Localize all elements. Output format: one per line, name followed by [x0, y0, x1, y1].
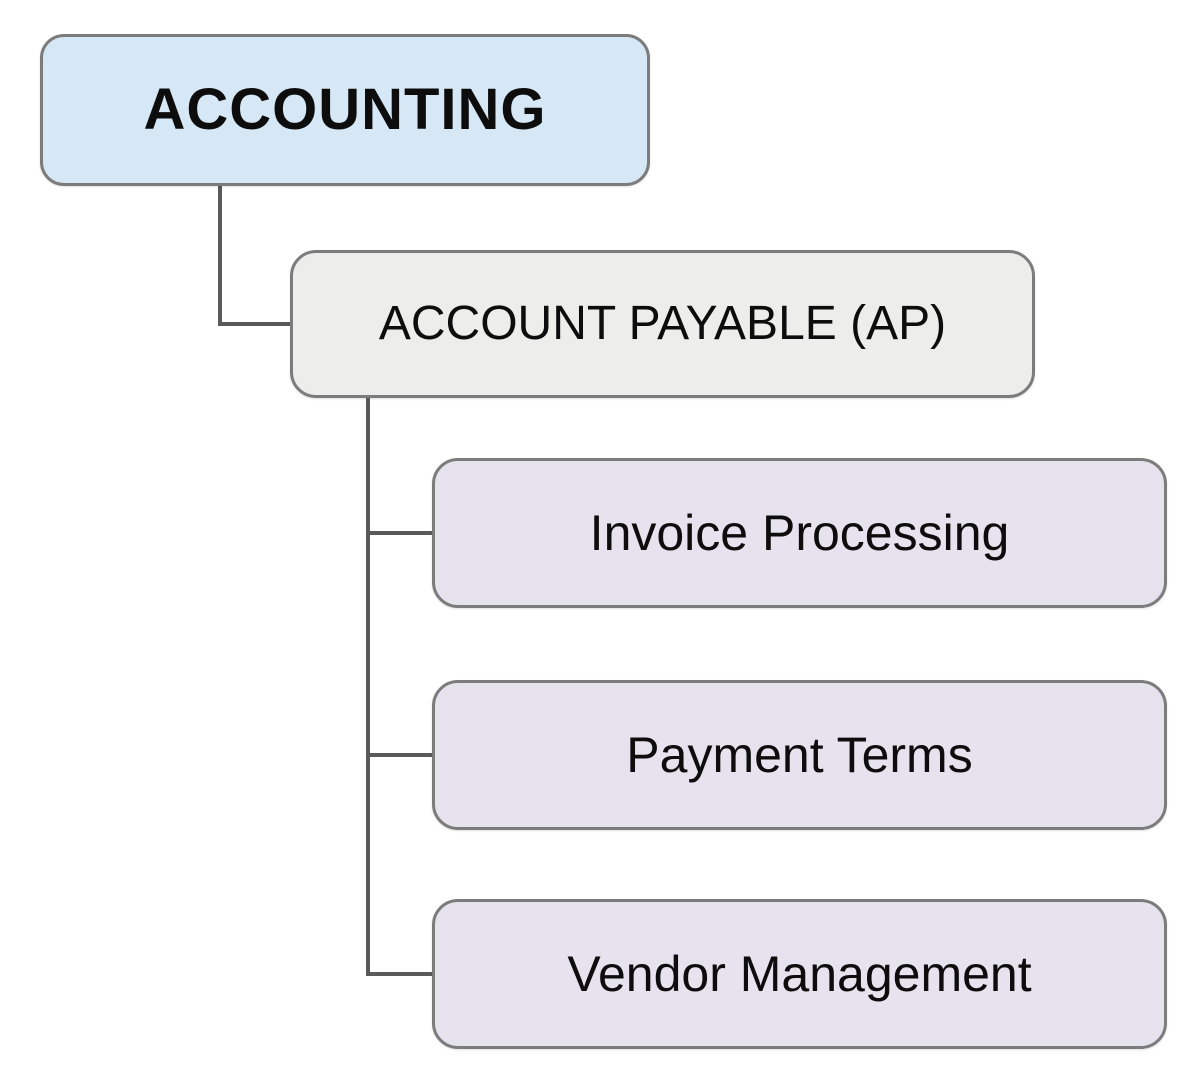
node-vendor-management-label: Vendor Management [567, 945, 1032, 1002]
node-invoice-processing-label: Invoice Processing [589, 504, 1010, 561]
node-vendor-management: Vendor Management [432, 899, 1167, 1049]
connector-ap-trunk [366, 398, 370, 976]
connector-branch-vendor [366, 972, 432, 976]
node-invoice-processing: Invoice Processing [432, 458, 1167, 608]
node-payment-terms-label: Payment Terms [626, 726, 973, 783]
node-payment-terms: Payment Terms [432, 680, 1167, 830]
connector-root-to-ap [218, 322, 292, 326]
node-account-payable-label: ACCOUNT PAYABLE (AP) [378, 296, 947, 350]
connector-branch-payment [366, 753, 432, 757]
connector-root-vertical [218, 186, 222, 326]
node-account-payable: ACCOUNT PAYABLE (AP) [290, 250, 1035, 398]
node-accounting-label: ACCOUNTING [143, 77, 547, 143]
connector-branch-invoice [366, 531, 432, 535]
node-accounting: ACCOUNTING [40, 34, 650, 186]
